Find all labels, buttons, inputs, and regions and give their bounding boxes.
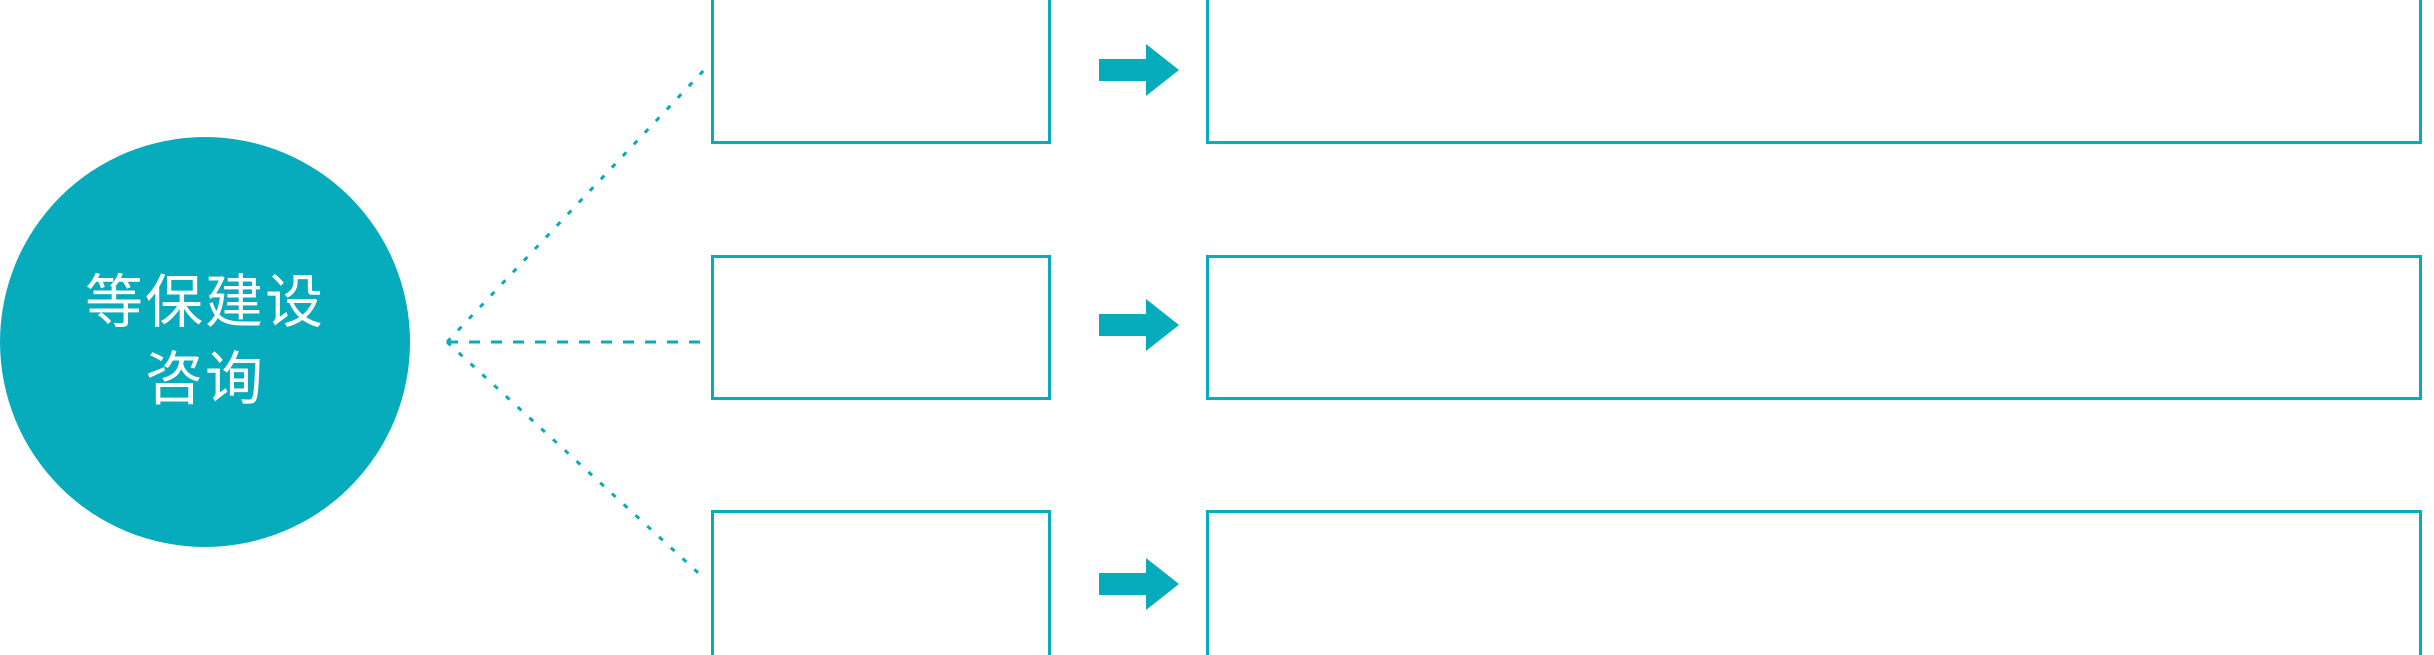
diagram-row-1: [0, 0, 2434, 145]
label-box-row-2[interactable]: [711, 255, 1051, 400]
detail-box-row-2[interactable]: [1206, 255, 2422, 400]
hub-label: 等保建设 咨询: [84, 270, 325, 412]
diagram-row-2: [0, 253, 2434, 401]
arrow-right-icon-row-2: [1099, 299, 1179, 351]
arrow-right-icon-row-1: [1099, 44, 1179, 96]
detail-box-row-3[interactable]: [1206, 510, 2422, 655]
diagram-row-3: [0, 508, 2434, 655]
arrow-right-icon-row-3: [1099, 558, 1179, 610]
label-box-row-1[interactable]: [711, 0, 1051, 144]
detail-box-row-1[interactable]: [1206, 0, 2422, 144]
label-box-row-3[interactable]: [711, 510, 1051, 655]
hub-circle[interactable]: 等保建设 咨询: [0, 137, 410, 547]
